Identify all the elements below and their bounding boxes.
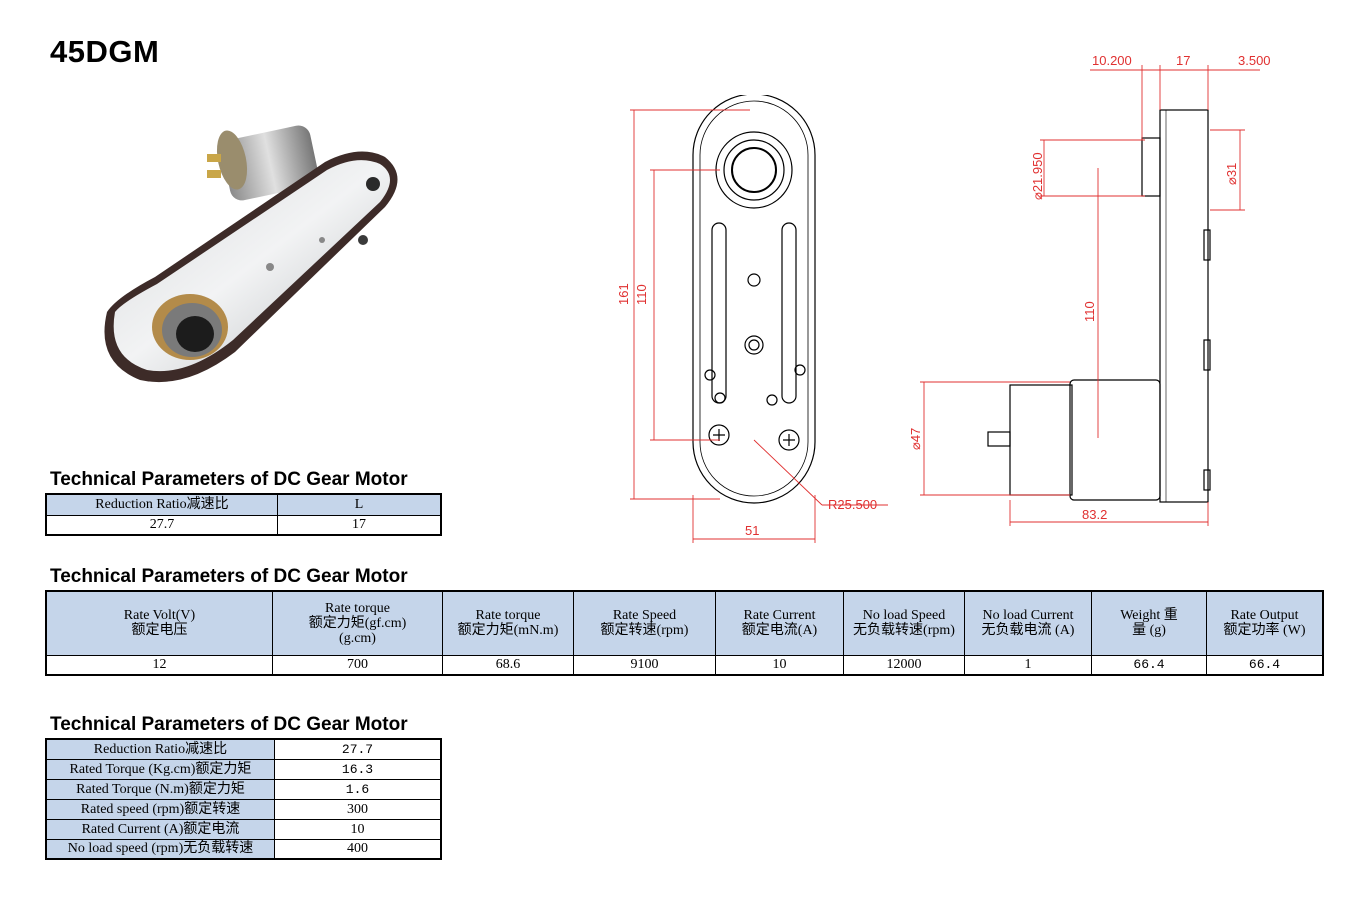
dim-110-side: 110 <box>1082 301 1097 322</box>
table3-value: 16.3 <box>274 758 442 780</box>
table2-cell: 1 <box>964 654 1092 676</box>
side-view-outline <box>987 109 1211 503</box>
table1-cell: 27.7 <box>45 514 278 536</box>
table2-cell: 66.4 <box>1206 654 1324 676</box>
table3-label: No load speed (rpm)无负载转速 <box>45 838 275 860</box>
table2-cell: 9100 <box>573 654 716 676</box>
table2-cell: 12 <box>45 654 273 676</box>
table2-title: Technical Parameters of DC Gear Motor <box>50 566 408 587</box>
front-view-dimension-lines <box>630 109 888 543</box>
table3-row: Rated Current (A)额定电流 10 <box>45 818 442 840</box>
motor-can <box>207 125 319 201</box>
dim-161: 161 <box>616 283 631 305</box>
table3-row: Rated speed (rpm)额定转速 300 <box>45 798 442 820</box>
dim-phi-21: ⌀21.950 <box>1030 152 1045 200</box>
dim-r25: R25.500 <box>828 497 877 512</box>
product-photo <box>104 125 398 383</box>
table1: Reduction Ratio减速比 L 27.7 17 <box>45 493 442 536</box>
table3-label: Rated Torque (N.m)额定力矩 <box>45 778 275 800</box>
dim-phi-31: ⌀31 <box>1224 163 1239 185</box>
table3-value: 27.7 <box>274 738 442 760</box>
side-view-drawing: 10.200 17 3.500 ⌀21.950 ⌀31 ⌀47 110 83.2 <box>908 53 1271 526</box>
table3-row: Reduction Ratio减速比 27.7 <box>45 738 442 760</box>
dim-3-500: 3.500 <box>1238 53 1271 68</box>
front-view-drawing: 161 110 51 R25.500 <box>616 95 888 543</box>
table3-value: 10 <box>274 818 442 840</box>
table1-header: L <box>277 493 442 516</box>
table2-cell: 10 <box>715 654 844 676</box>
table3-label: Rated Torque (Kg.cm)额定力矩 <box>45 758 275 780</box>
table3-row: Rated Torque (N.m)额定力矩 1.6 <box>45 778 442 800</box>
dim-83-2: 83.2 <box>1082 507 1107 522</box>
page-title: 45DGM <box>50 34 160 69</box>
table1-cell: 17 <box>277 514 442 536</box>
table1-title: Technical Parameters of DC Gear Motor <box>50 469 408 490</box>
table3-label: Rated speed (rpm)额定转速 <box>45 798 275 820</box>
table3: Reduction Ratio减速比 27.7 Rated Torque (Kg… <box>45 738 442 860</box>
table2-cell: 12000 <box>843 654 965 676</box>
dim-110-front: 110 <box>634 284 649 305</box>
table2-cell: 700 <box>272 654 443 676</box>
mount-hole <box>358 235 368 245</box>
dim-10-200: 10.200 <box>1092 53 1132 68</box>
table3-value: 300 <box>274 798 442 820</box>
table1-header: Reduction Ratio减速比 <box>45 493 278 516</box>
rivet <box>319 237 325 243</box>
table3-value: 1.6 <box>274 778 442 800</box>
table3-value: 400 <box>274 838 442 860</box>
dim-51: 51 <box>745 523 759 538</box>
dim-17: 17 <box>1176 53 1190 68</box>
front-view-outline <box>692 95 816 504</box>
dim-phi-47: ⌀47 <box>908 428 923 450</box>
table2-header-weight: Weight 重量 (g) <box>1091 590 1207 656</box>
table2-cell: 68.6 <box>442 654 574 676</box>
table3-label: Reduction Ratio减速比 <box>45 738 275 760</box>
table3-row: No load speed (rpm)无负载转速 400 <box>45 838 442 860</box>
side-view-dimension-lines <box>920 65 1260 526</box>
output-shaft-bushing <box>152 294 228 360</box>
table3-label: Rated Current (A)额定电流 <box>45 818 275 840</box>
table3-row: Rated Torque (Kg.cm)额定力矩 16.3 <box>45 758 442 780</box>
rivet <box>266 263 274 271</box>
mount-hole <box>366 177 380 191</box>
table3-title: Technical Parameters of DC Gear Motor <box>50 714 408 735</box>
table2-cell: 66.4 <box>1091 654 1207 676</box>
table2-data-row: 12 700 68.6 9100 10 12000 1 66.4 66.4 <box>45 654 1324 676</box>
table2-header-volt: Rate Volt(V)额定电压 <box>45 590 273 656</box>
